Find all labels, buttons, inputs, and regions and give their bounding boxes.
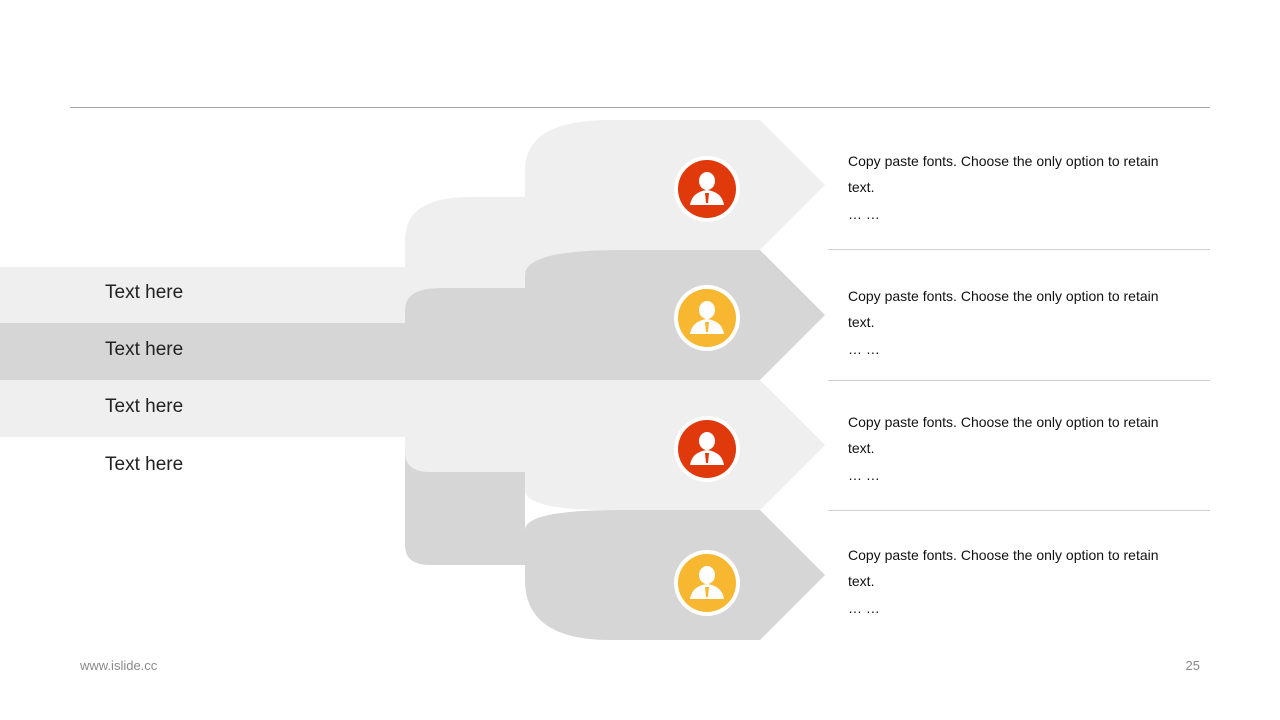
description-ellipsis: … … xyxy=(848,467,880,483)
branch-path-1 xyxy=(0,120,825,323)
row-label-1: Text here xyxy=(105,282,184,303)
divider xyxy=(828,249,1210,250)
top-rule xyxy=(70,107,1210,108)
person-icon xyxy=(674,285,740,351)
description-1: Copy paste fonts. Choose the only option… xyxy=(848,148,1188,228)
divider xyxy=(828,510,1210,511)
description-4: Copy paste fonts. Choose the only option… xyxy=(848,542,1188,622)
footer-url[interactable]: www.islide.cc xyxy=(80,658,158,673)
description-ellipsis: … … xyxy=(848,341,880,357)
person-icon xyxy=(674,416,740,482)
branch-path-4 xyxy=(0,437,825,640)
description-text: Copy paste fonts. Choose the only option… xyxy=(848,153,1159,195)
description-3: Copy paste fonts. Choose the only option… xyxy=(848,409,1188,489)
person-icon xyxy=(674,156,740,222)
branch-path-3 xyxy=(0,380,825,510)
divider xyxy=(828,380,1210,381)
page-number: 25 xyxy=(1185,658,1200,673)
person-icon xyxy=(674,550,740,616)
description-text: Copy paste fonts. Choose the only option… xyxy=(848,547,1159,589)
description-2: Copy paste fonts. Choose the only option… xyxy=(848,283,1188,363)
row-label-4: Text here xyxy=(105,454,184,475)
description-text: Copy paste fonts. Choose the only option… xyxy=(848,288,1159,330)
branch-path-2 xyxy=(0,250,825,380)
row-label-3: Text here xyxy=(105,396,184,417)
row-label-2: Text here xyxy=(105,339,184,360)
description-ellipsis: … … xyxy=(848,600,880,616)
description-ellipsis: … … xyxy=(848,206,880,222)
description-text: Copy paste fonts. Choose the only option… xyxy=(848,414,1159,456)
